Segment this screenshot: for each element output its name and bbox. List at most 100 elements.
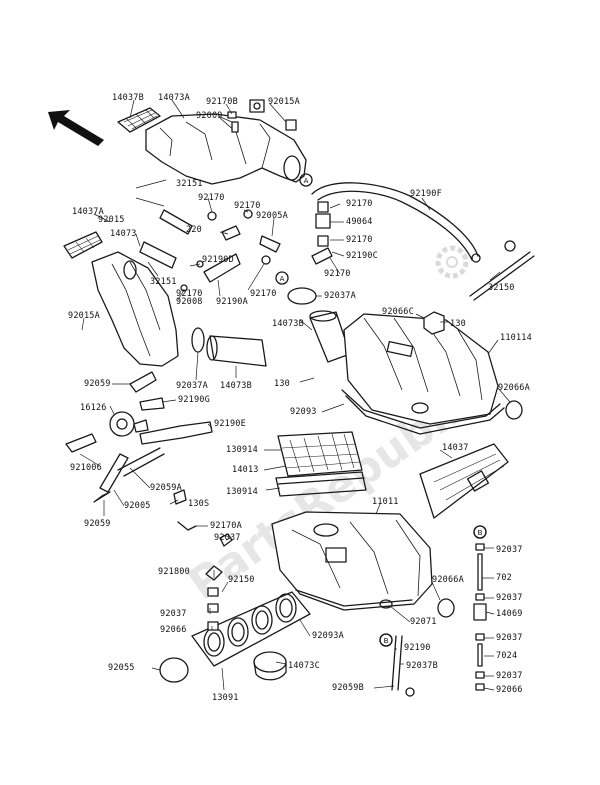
label-92170B: 92170B <box>206 97 238 107</box>
valve-49064 <box>315 201 331 247</box>
svg-text:A: A <box>280 275 285 283</box>
ring-92055 <box>159 657 189 683</box>
ref-marker-b-right: B <box>473 525 487 539</box>
label-92015: 92015 <box>98 215 125 225</box>
label-92015A: 92015A <box>268 97 300 107</box>
bracket-32150 <box>469 240 535 301</box>
label-49064: 49064 <box>346 217 373 227</box>
label-92190: 92190 <box>404 643 431 653</box>
label-92066-b: 92066 <box>496 685 523 695</box>
label-92071: 92071 <box>410 617 437 627</box>
label-92066: 92066 <box>160 625 187 635</box>
label-14073B-b: 14073B <box>220 381 252 391</box>
label-92015A-b: 92015A <box>68 311 100 321</box>
label-92190A: 92190A <box>216 297 248 307</box>
label-92066C: 92066C <box>382 307 414 317</box>
svg-text:A: A <box>304 177 309 185</box>
front-arrow-icon <box>48 110 104 146</box>
label-7024: 7024 <box>496 651 517 661</box>
label-13091: 13091 <box>212 693 239 703</box>
label-92170-c: 92170 <box>346 199 373 209</box>
filter-screen-lower <box>63 231 103 259</box>
label-130: 130 <box>450 319 466 329</box>
label-92037-e: 92037 <box>496 633 523 643</box>
label-92190E: 92190E <box>214 419 246 429</box>
label-110114: 110114 <box>500 333 532 343</box>
svg-text:B: B <box>478 529 483 537</box>
label-92037B: 92037B <box>406 661 438 671</box>
part-labels: 14037B 14073A 92170B 92015A 92009 32151 … <box>68 93 532 703</box>
label-14037: 14037 <box>442 443 469 453</box>
label-702: 702 <box>496 573 512 583</box>
label-32151-b: 32151 <box>150 277 177 287</box>
label-92066A-b: 92066A <box>432 575 464 585</box>
cap-14073C <box>253 651 287 681</box>
leader-lines <box>79 99 511 691</box>
label-92190G: 92190G <box>178 395 210 405</box>
label-92005A: 92005A <box>256 211 288 221</box>
label-130914-b: 130914 <box>226 487 258 497</box>
label-14013: 14013 <box>232 465 259 475</box>
intake-duct-lower <box>91 251 179 367</box>
label-92059: 92059 <box>84 379 111 389</box>
label-92055: 92055 <box>108 663 135 673</box>
label-92059A: 92059A <box>150 483 182 493</box>
label-14037B: 14037B <box>112 93 144 103</box>
label-92190C: 92190C <box>346 251 378 261</box>
label-92037-b: 92037 <box>496 545 523 555</box>
label-92005: 92005 <box>124 501 151 511</box>
label-92037A: 92037A <box>324 291 356 301</box>
gear-icon <box>435 245 469 279</box>
clamp-hose-lower <box>191 327 267 367</box>
label-92008: 92008 <box>176 297 203 307</box>
label-92170A: 92170A <box>210 521 242 531</box>
fittings-top <box>227 99 297 133</box>
label-92170-f: 92170 <box>176 289 203 299</box>
air-cleaner-lower-case <box>271 511 433 611</box>
air-cleaner-upper-case <box>343 311 499 425</box>
label-14073A: 14073A <box>158 93 190 103</box>
ref-marker-a-upper: A <box>299 173 313 187</box>
label-92190D: 92190D <box>202 255 234 265</box>
label-92037-f: 92037 <box>496 671 523 681</box>
label-11011: 11011 <box>372 497 399 507</box>
label-92009: 92009 <box>196 111 223 121</box>
label-92170-e: 92170 <box>324 269 351 279</box>
label-92066A: 92066A <box>498 383 530 393</box>
plug-92066A-lower <box>437 598 455 618</box>
hose-long <box>311 182 481 263</box>
filter-element <box>275 431 367 497</box>
label-92170-b: 92170 <box>234 201 261 211</box>
label-14069: 14069 <box>496 609 523 619</box>
label-92093A: 92093A <box>312 631 344 641</box>
valve-16126 <box>109 411 149 437</box>
right-tubes <box>473 525 487 691</box>
label-921800: 921800 <box>158 567 190 577</box>
filter-screen-upper <box>117 107 161 133</box>
label-92093: 92093 <box>290 407 317 417</box>
label-32150: 32150 <box>488 283 515 293</box>
plug-92066A <box>505 400 523 420</box>
intake-duct-upper <box>145 113 307 185</box>
label-130-b: 130 <box>274 379 290 389</box>
label-92170-d: 92170 <box>346 235 373 245</box>
label-220: 220 <box>186 225 202 235</box>
label-92150: 92150 <box>228 575 255 585</box>
filter-element-right <box>419 443 509 519</box>
gasket-92093 <box>341 389 505 435</box>
label-130914: 130914 <box>226 445 258 455</box>
label-130S: 130S <box>188 499 209 509</box>
label-921006: 921006 <box>70 463 102 473</box>
label-92059-b: 92059 <box>84 519 111 529</box>
ref-marker-a-lower: A <box>275 271 289 285</box>
label-92037-c: 92037 <box>160 609 187 619</box>
label-92037: 92037 <box>214 533 241 543</box>
label-14073B: 14073B <box>272 319 304 329</box>
label-16126: 16126 <box>80 403 107 413</box>
hoses-left <box>65 371 213 531</box>
label-92037-d: 92037 <box>496 593 523 603</box>
label-92059B: 92059B <box>332 683 364 693</box>
label-92170-g: 92170 <box>250 289 277 299</box>
label-32151: 32151 <box>176 179 203 189</box>
